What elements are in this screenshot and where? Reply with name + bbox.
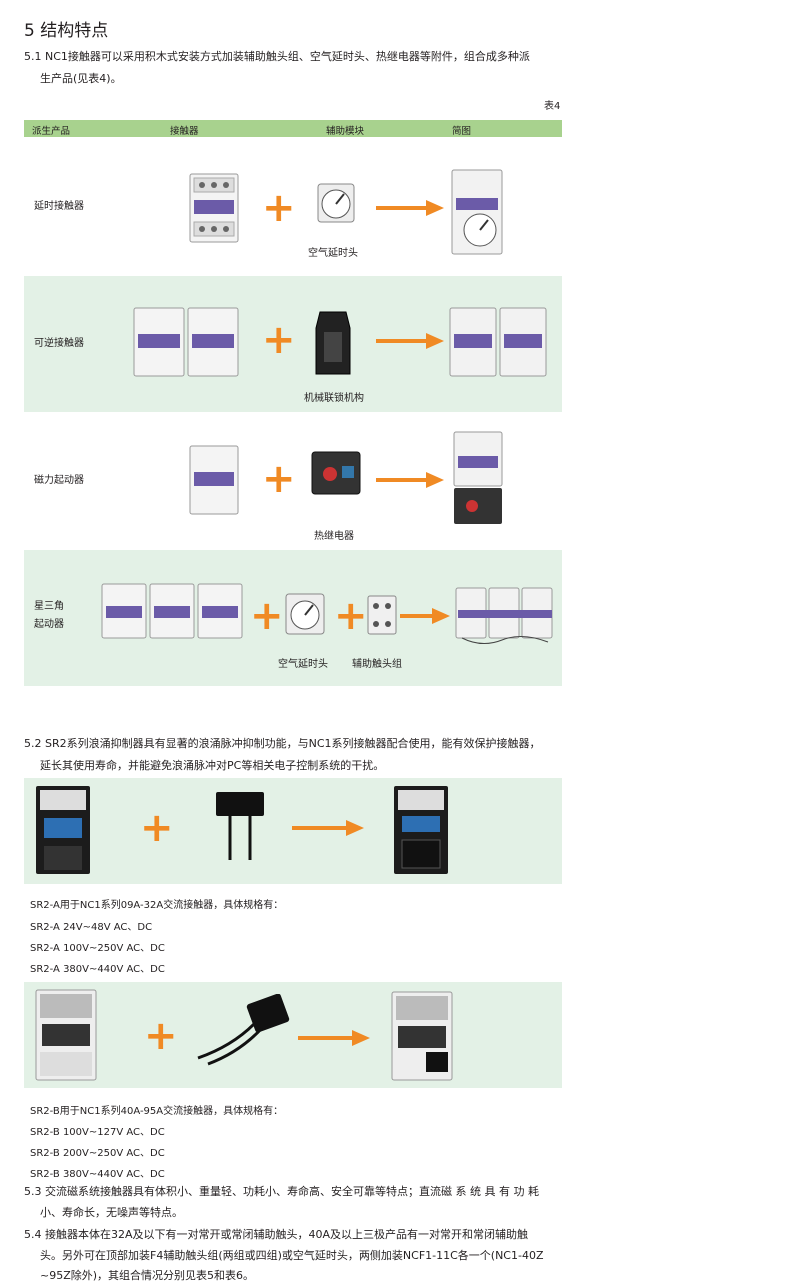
row-name-delay-contactor: 延时接触器: [34, 201, 84, 212]
contactor-image: [35, 989, 97, 1081]
contactor-pair-image: [133, 307, 239, 377]
sr2b-spec: SR2-B 380V~440V AC、DC: [30, 1169, 165, 1180]
sr2b-band: [24, 982, 562, 1088]
reversing-contactor-diagram-image: [449, 307, 547, 377]
delay-contactor-diagram-image: [451, 169, 503, 255]
s54-line2: 头。另外可在顶部加装F4辅助触头组(两组或四组)或空气延时头，两侧加装NCF1-…: [40, 1249, 544, 1262]
s51-line2: 生产品(见表4)。: [40, 72, 122, 85]
magnetic-starter-diagram-image: [453, 431, 503, 524]
row-name-reversing-contactor: 可逆接触器: [34, 338, 84, 349]
plus-icon: +: [144, 1013, 178, 1059]
arrow-right-icon: [298, 1030, 370, 1046]
module-caption-aux-contact: 辅助触头组: [352, 659, 402, 670]
s52-line1: 5.2 SR2系列浪涌抑制器具有显著的浪涌脉冲抑制功能，与NC1系列接触器配合使…: [24, 737, 541, 750]
sr2b-intro: SR2-B用于NC1系列40A-95A交流接触器，具体规格有：: [30, 1106, 284, 1117]
header-contactor: 接触器: [170, 126, 199, 137]
star-delta-starter-diagram-image: [455, 587, 553, 644]
module-caption: 空气延时头: [308, 248, 358, 259]
arrow-right-icon: [400, 608, 450, 624]
contactor-image: [36, 786, 90, 874]
surge-suppressor-image: [197, 994, 290, 1066]
sr2a-spec: SR2-A 380V~440V AC、DC: [30, 964, 165, 975]
plus-icon: +: [250, 593, 284, 639]
header-module: 辅助模块: [326, 126, 365, 137]
thermal-relay-image: [311, 451, 361, 495]
header-diagram: 简图: [452, 126, 472, 137]
section-heading: 5 结构特点: [24, 21, 109, 41]
s54-line3: ~95Z除外)，其组合情况分别见表5和表6。: [40, 1269, 255, 1282]
sr2a-intro: SR2-A用于NC1系列09A-32A交流接触器，具体规格有：: [30, 900, 284, 911]
module-caption: 热继电器: [314, 531, 354, 542]
s52-line2: 延长其使用寿命，并能避免浪涌脉冲对PC等相关电子控制系统的干扰。: [40, 759, 385, 772]
s51-line1: 5.1 NC1接触器可以采用积木式安装方式加装辅助触头组、空气延时头、热继电器等…: [24, 50, 530, 63]
table4-header: 派生产品 接触器 辅助模块 简图: [24, 120, 562, 137]
module-caption-delay-head: 空气延时头: [278, 659, 328, 670]
plus-icon: +: [140, 805, 174, 851]
plus-icon: +: [262, 317, 296, 363]
arrow-right-icon: [376, 472, 444, 488]
table4-label: 表4: [544, 101, 561, 112]
sr2a-spec: SR2-A 24V~48V AC、DC: [30, 922, 153, 933]
s53-line1: 5.3 交流磁系统接触器具有体积小、重量轻、功耗小、寿命高、安全可靠等特点；直流…: [24, 1185, 539, 1198]
plus-icon: +: [334, 593, 368, 639]
surge-suppressor-image: [216, 792, 264, 860]
sr2a-spec: SR2-A 100V~250V AC、DC: [30, 943, 165, 954]
contactor-image: [189, 445, 239, 515]
arrow-right-icon: [376, 333, 444, 349]
row-name-magnetic-starter: 磁力起动器: [34, 475, 84, 486]
sr2a-band: [24, 778, 562, 884]
aux-contact-block-image: [367, 595, 397, 635]
s53-line2: 小、寿命长，无噪声等特点。: [40, 1206, 183, 1219]
header-product: 派生产品: [32, 126, 71, 137]
module-caption: 机械联锁机构: [304, 393, 364, 404]
arrow-right-icon: [292, 820, 364, 836]
plus-icon: +: [262, 185, 296, 231]
air-delay-head-image: [317, 183, 355, 223]
plus-icon: +: [262, 456, 296, 502]
arrow-right-icon: [376, 200, 444, 216]
sr2b-spec: SR2-B 200V~250V AC、DC: [30, 1148, 165, 1159]
row-name-star-delta-line1: 星三角: [34, 601, 64, 612]
contactor-image: [189, 173, 239, 243]
contactor-with-suppressor-image: [394, 786, 448, 874]
row-name-star-delta-line2: 起动器: [34, 619, 64, 630]
contactor-triple-image: [101, 583, 243, 639]
air-delay-head-image: [285, 593, 325, 635]
mechanical-interlock-image: [315, 311, 351, 375]
s54-line1: 5.4 接触器本体在32A及以下有一对常开或常闭辅助触头，40A及以上三极产品有…: [24, 1228, 529, 1241]
sr2b-spec: SR2-B 100V~127V AC、DC: [30, 1127, 165, 1138]
contactor-with-suppressor-image: [391, 991, 453, 1081]
